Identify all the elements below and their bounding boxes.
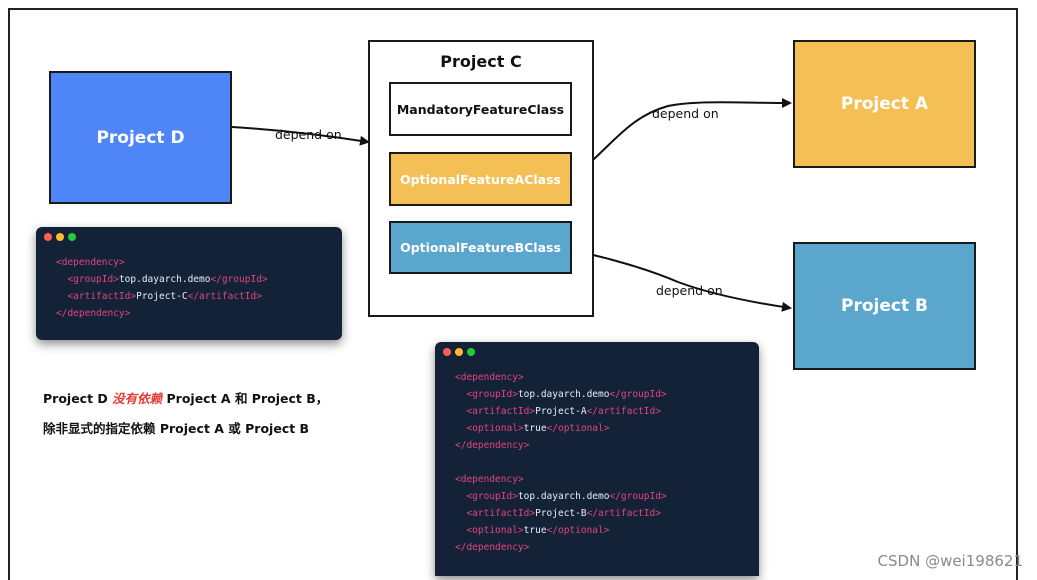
code-open-tag: <artifactId> (466, 508, 536, 519)
optional-feature-b-class: OptionalFeatureBClass (389, 221, 572, 274)
code-line: <artifactId>Project-B</artifactId> (455, 505, 667, 522)
code-open-tag: <groupId> (466, 389, 518, 400)
code-line: <dependency> (56, 254, 268, 271)
code-line: <groupId>top.dayarch.demo</groupId> (56, 271, 268, 288)
code-close-tag: </artifactId> (586, 508, 661, 519)
code-open-tag: <artifactId> (67, 291, 137, 302)
code-close-tag: </groupId> (609, 491, 667, 502)
code-indent (455, 389, 466, 400)
code-lines: <dependency> <groupId>top.dayarch.demo</… (455, 369, 667, 556)
code-text: true (523, 525, 547, 536)
code-open-tag: </dependency> (56, 308, 131, 319)
optional-feature-a-class: OptionalFeatureAClass (389, 152, 572, 206)
code-open-tag: <artifactId> (466, 406, 536, 417)
close-dot-icon (443, 348, 451, 356)
code-indent (455, 423, 466, 434)
code-line: </dependency> (455, 539, 667, 556)
minimize-dot-icon (455, 348, 463, 356)
note-line-1-start: Project D (43, 391, 113, 406)
code-text: Project-B (535, 508, 587, 519)
project-a-box: Project A (793, 40, 976, 168)
code-indent (56, 291, 67, 302)
code-text: top.dayarch.demo (118, 274, 211, 285)
code-line: </dependency> (56, 305, 268, 322)
code-text: Project-A (535, 406, 587, 417)
code-line (455, 454, 667, 471)
code-open-tag: <groupId> (466, 491, 518, 502)
note-line-1: Project D 没有依赖 Project A 和 Project B， (43, 388, 328, 407)
project-b-box: Project B (793, 242, 976, 370)
project-b-label: Project B (841, 296, 928, 316)
code-open-tag: <dependency> (455, 372, 524, 383)
code-line: </dependency> (455, 437, 667, 454)
code-open-tag: </dependency> (455, 440, 530, 451)
code-line: <artifactId>Project-A</artifactId> (455, 403, 667, 420)
code-text: top.dayarch.demo (517, 389, 610, 400)
code-line: <dependency> (455, 369, 667, 386)
code-text: true (523, 423, 547, 434)
code-open-tag: <dependency> (56, 257, 125, 268)
code-close-tag: </optional> (546, 525, 610, 536)
edge-label-c-a: depend on (652, 106, 719, 121)
mandatory-feature-label: MandatoryFeatureClass (396, 101, 565, 117)
maximize-dot-icon (68, 233, 76, 241)
code-indent (455, 491, 466, 502)
code-snippet-project-c: <dependency> <groupId>top.dayarch.demo</… (36, 227, 342, 340)
code-open-tag: <optional> (466, 423, 524, 434)
code-text: top.dayarch.demo (517, 491, 610, 502)
code-open-tag: <groupId> (67, 274, 119, 285)
note-emphasis: 没有依赖 (112, 391, 163, 406)
code-indent (56, 274, 67, 285)
code-line: <dependency> (455, 471, 667, 488)
code-open-tag: <dependency> (455, 474, 524, 485)
optional-feature-a-label: OptionalFeatureAClass (400, 171, 561, 187)
edge-label-c-b: depend on (656, 283, 723, 298)
code-snippet-optional-deps: <dependency> <groupId>top.dayarch.demo</… (435, 342, 759, 576)
edge-label-d-c: depend on (275, 127, 342, 142)
arrow-c-to-a (570, 97, 792, 179)
window-dots (443, 348, 475, 356)
note-line-1-end: Project A 和 Project B， (162, 391, 329, 406)
code-indent (455, 406, 466, 417)
code-line: <groupId>top.dayarch.demo</groupId> (455, 488, 667, 505)
code-open-tag: <optional> (466, 525, 524, 536)
code-text: Project-C (136, 291, 188, 302)
project-d-label: Project D (96, 127, 185, 148)
mandatory-feature-class: MandatoryFeatureClass (389, 82, 572, 136)
code-close-tag: </artifactId> (187, 291, 262, 302)
code-line: <optional>true</optional> (455, 522, 667, 539)
code-indent (455, 525, 466, 536)
arrow-c-to-b (570, 249, 792, 312)
close-dot-icon (44, 233, 52, 241)
arrow-d-to-c (231, 126, 370, 146)
code-line: <artifactId>Project-C</artifactId> (56, 288, 268, 305)
window-dots (44, 233, 76, 241)
optional-feature-b-label: OptionalFeatureBClass (400, 240, 561, 255)
code-line: <optional>true</optional> (455, 420, 667, 437)
project-d-box: Project D (49, 71, 232, 204)
code-close-tag: </groupId> (210, 274, 268, 285)
project-c-label: Project C (440, 52, 522, 71)
minimize-dot-icon (56, 233, 64, 241)
code-close-tag: </groupId> (609, 389, 667, 400)
maximize-dot-icon (467, 348, 475, 356)
code-indent (455, 508, 466, 519)
note-line-2: 除非显式的指定依赖 Project A 或 Project B (43, 421, 310, 436)
code-close-tag: </optional> (546, 423, 610, 434)
project-a-label: Project A (840, 94, 929, 114)
code-open-tag: </dependency> (455, 542, 530, 553)
code-close-tag: </artifactId> (586, 406, 661, 417)
code-lines: <dependency> <groupId>top.dayarch.demo</… (56, 254, 268, 322)
watermark: CSDN @wei198621 (877, 552, 1023, 570)
code-line: <groupId>top.dayarch.demo</groupId> (455, 386, 667, 403)
